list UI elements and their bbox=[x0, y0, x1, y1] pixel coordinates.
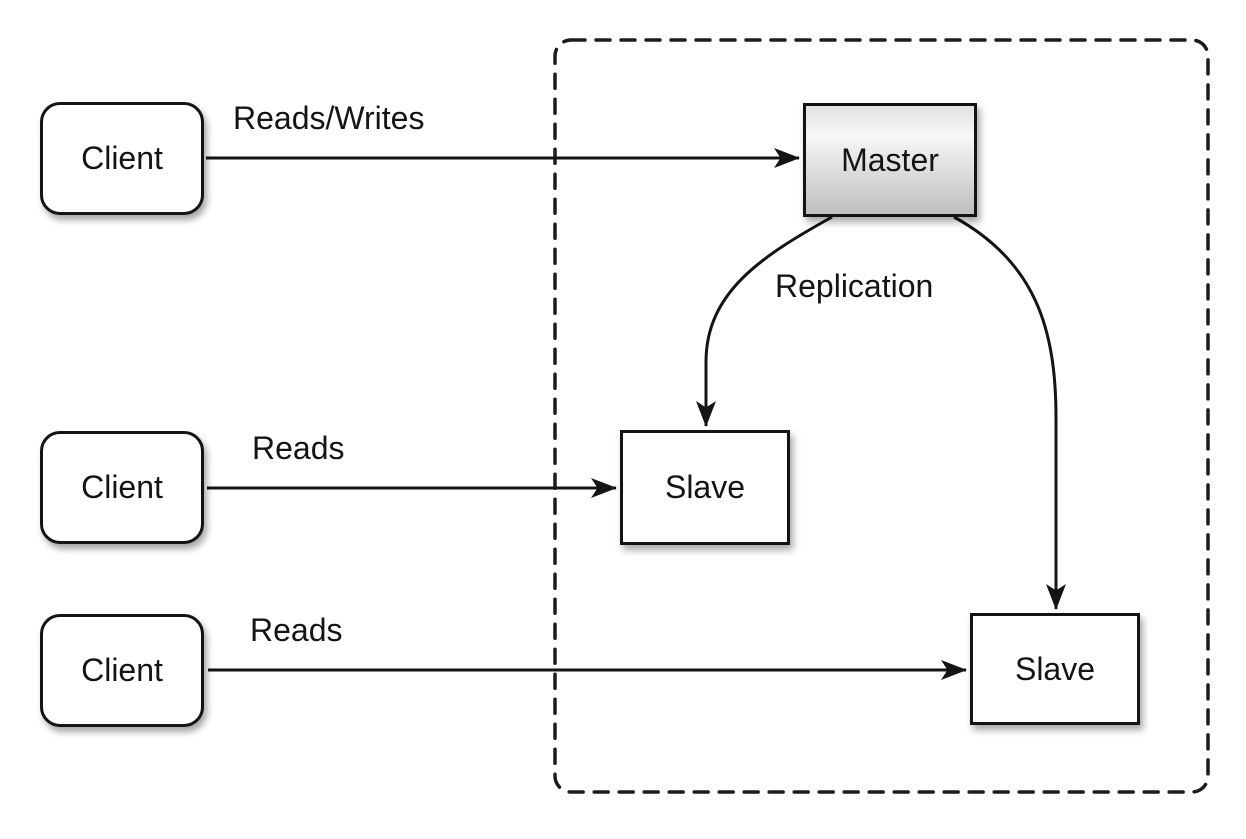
edge-label-reads-bottom: Reads bbox=[250, 612, 343, 648]
node-slave-1: Slave bbox=[620, 430, 790, 545]
node-master: Master bbox=[803, 103, 977, 217]
edge-replication-left-arrow bbox=[696, 215, 833, 427]
node-slave-2-label: Slave bbox=[1014, 650, 1096, 687]
node-client-3-label: Client bbox=[81, 652, 163, 688]
edge-label-reads-writes: Reads/Writes bbox=[233, 100, 425, 136]
edge-label-reads-mid: Reads bbox=[252, 430, 345, 466]
replication-group-boundary bbox=[553, 38, 1210, 794]
edge-label-replication: Replication bbox=[775, 268, 934, 304]
node-client-2: Client bbox=[40, 431, 204, 544]
edge-replication-right-arrow bbox=[953, 215, 1066, 610]
node-client-2-label: Client bbox=[81, 469, 163, 505]
node-client-3: Client bbox=[40, 614, 204, 727]
node-master-label: Master bbox=[841, 141, 939, 178]
node-client-1-label: Client bbox=[81, 140, 163, 176]
node-slave-1-label: Slave bbox=[664, 469, 746, 505]
node-slave-2: Slave bbox=[970, 613, 1140, 725]
node-client-1: Client bbox=[40, 102, 204, 215]
